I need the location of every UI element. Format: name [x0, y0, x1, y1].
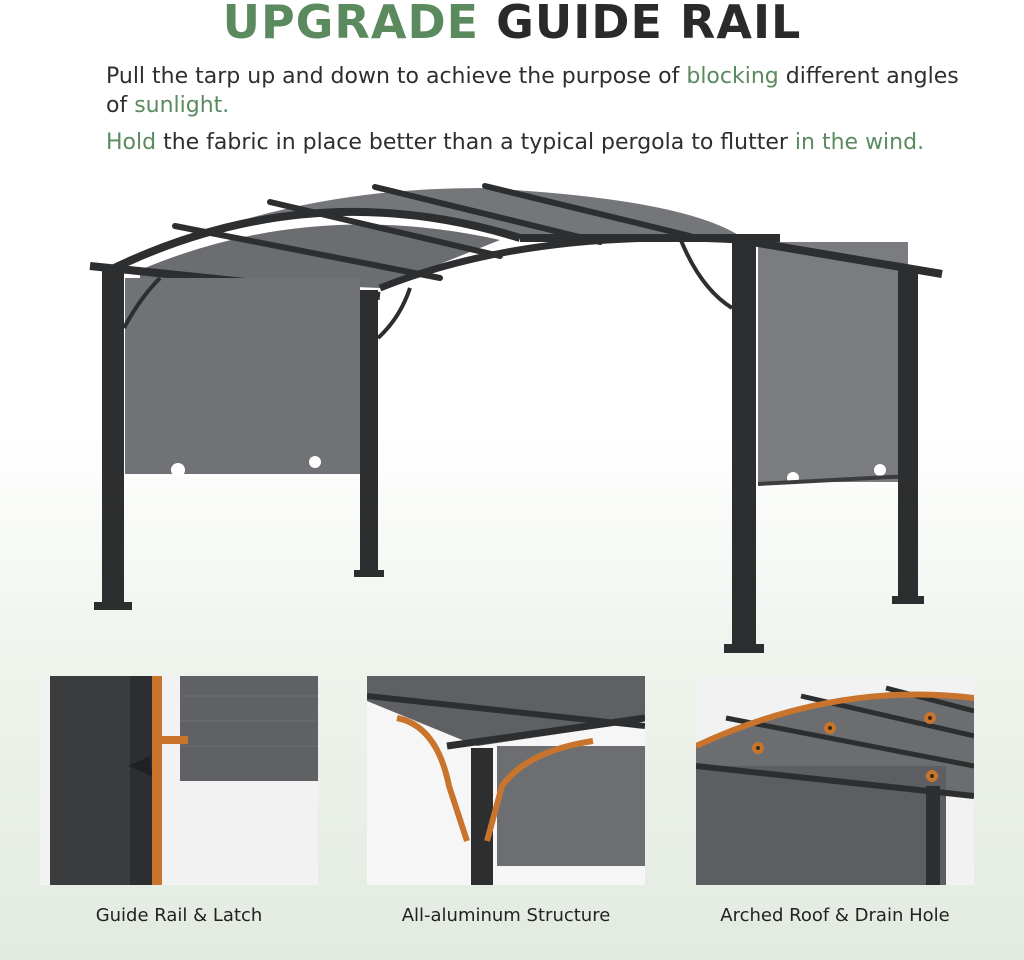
feature-caption-3: Arched Roof & Drain Hole [720, 905, 950, 926]
arched-roof-drain-image [696, 676, 974, 885]
intro-text: Pull the tarp up and down to achieve the… [106, 64, 687, 89]
intro-line-1: Pull the tarp up and down to achieve the… [106, 62, 986, 120]
headline-rest: GUIDE RAIL [496, 0, 802, 49]
intro-text: different angles of [106, 64, 959, 118]
intro-highlight: sunlight. [134, 93, 230, 118]
feature-caption-1: Guide Rail & Latch [95, 905, 263, 926]
intro-highlight: Hold [106, 130, 157, 155]
intro-line-2: Hold the fabric in place better than a t… [106, 128, 986, 157]
intro-highlight: blocking [686, 64, 779, 89]
headline: UPGRADE GUIDE RAIL [0, 0, 1024, 46]
intro-text: the fabric in place better than a typica… [156, 130, 795, 155]
aluminum-structure-image [367, 676, 645, 885]
intro-highlight: in the wind. [794, 130, 925, 155]
guide-rail-latch-image [40, 676, 318, 885]
headline-accent: UPGRADE [222, 0, 480, 49]
pergola-hero-image [89, 183, 943, 653]
feature-caption-2: All-aluminum Structure [401, 905, 611, 926]
